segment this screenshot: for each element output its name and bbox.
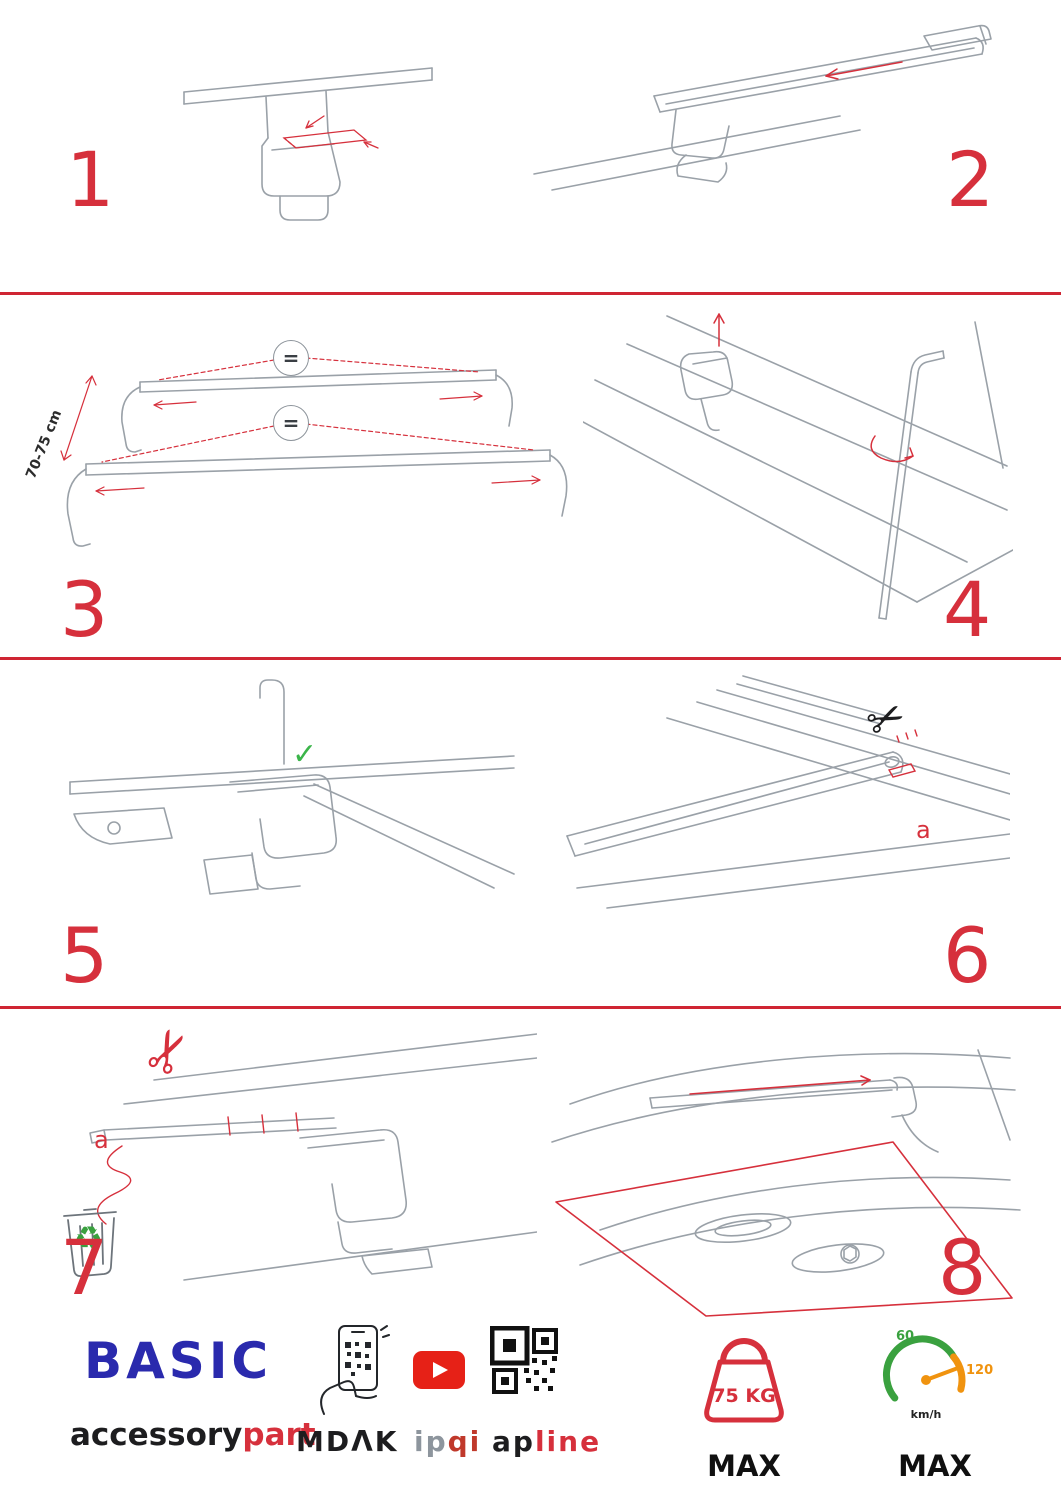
strip-piece-highlight <box>887 729 918 778</box>
step8-illustration <box>551 1049 1021 1317</box>
speed-tick-high: 120 <box>966 1363 993 1378</box>
step2-illustration <box>533 24 992 191</box>
section-divider-1 <box>0 292 1061 295</box>
step-2-number: 2 <box>946 135 995 224</box>
recycle-icon: ♻ <box>74 1219 103 1257</box>
cut-marks-and-discard-path <box>97 1112 299 1225</box>
final-assembly-drawing <box>551 1049 1021 1273</box>
discard-strip-drawing <box>89 1033 537 1281</box>
pad-highlight <box>282 115 379 149</box>
step-7-number: 7 <box>60 1223 109 1312</box>
crossbars-drawing <box>66 369 568 547</box>
logo-apline-black: ap <box>492 1425 535 1458</box>
trash-icon <box>63 1208 117 1278</box>
weight-limit-icon: 75 KG <box>704 1338 784 1423</box>
step3-illustration <box>60 357 568 547</box>
hook-check-drawing <box>69 679 515 895</box>
brand-subtitle: accessorypart <box>70 1420 316 1451</box>
part-a-label-step6: a <box>916 816 931 844</box>
placement-zone-outline <box>555 1075 1013 1317</box>
insert-and-rotate-arrows <box>713 313 914 463</box>
bar-endcap-drawing <box>533 24 992 191</box>
step6-illustration <box>566 675 1010 909</box>
speed-unit-label: km/h <box>911 1408 942 1421</box>
equal-spacing-badge-top: = <box>273 340 309 376</box>
section-divider-2 <box>0 657 1061 660</box>
step1-illustration <box>183 67 433 221</box>
slide-arrow-icon <box>825 61 903 80</box>
cut-strip-drawing <box>566 675 1010 909</box>
weight-limit-value: 75 KG <box>712 1385 775 1407</box>
equal-spacing-badge-bottom: = <box>273 405 309 441</box>
youtube-icon <box>413 1351 465 1389</box>
weight-max-label: MAX <box>707 1449 781 1483</box>
step7-illustration <box>63 1033 537 1281</box>
equals-top-label: = <box>282 346 300 370</box>
part-a-label-step7: a <box>94 1126 109 1154</box>
logo-apline-red: line <box>534 1425 602 1458</box>
section-divider-3 <box>0 1006 1061 1009</box>
speed-tick-low: 60 <box>896 1329 914 1344</box>
brand-subtitle-red: part <box>242 1417 316 1453</box>
roof-rail-drawing <box>183 67 433 221</box>
step-5-number: 5 <box>60 911 109 1000</box>
logo-ipqi: ipqi <box>414 1428 481 1456</box>
brand-subtitle-black: accessory <box>70 1417 243 1453</box>
step-4-number: 4 <box>943 565 992 654</box>
step-6-number: 6 <box>943 911 992 1000</box>
phone-qr-icon <box>320 1325 390 1415</box>
speedometer-icon: 60 120 km/h <box>882 1329 993 1421</box>
step4-illustration <box>583 313 1013 620</box>
check-icon: ✓ <box>292 737 318 772</box>
equals-bottom-label: = <box>282 411 300 435</box>
step5-illustration <box>69 679 515 895</box>
step-8-number: 8 <box>938 1223 987 1312</box>
tightening-drawing <box>583 315 1013 620</box>
logo-apline: apline <box>492 1428 601 1456</box>
qr-code-icon <box>490 1326 558 1394</box>
logo-ipqi-gray: ip <box>414 1425 448 1458</box>
logo-mdak: MDΛK <box>296 1425 399 1458</box>
dimension-lines <box>60 357 541 496</box>
speed-max-label: MAX <box>898 1449 972 1483</box>
logo-ipqi-red: qi <box>447 1425 482 1458</box>
brand-logo: BASIC <box>84 1332 273 1390</box>
step-1-number: 1 <box>66 135 115 224</box>
step-3-number: 3 <box>60 565 109 654</box>
